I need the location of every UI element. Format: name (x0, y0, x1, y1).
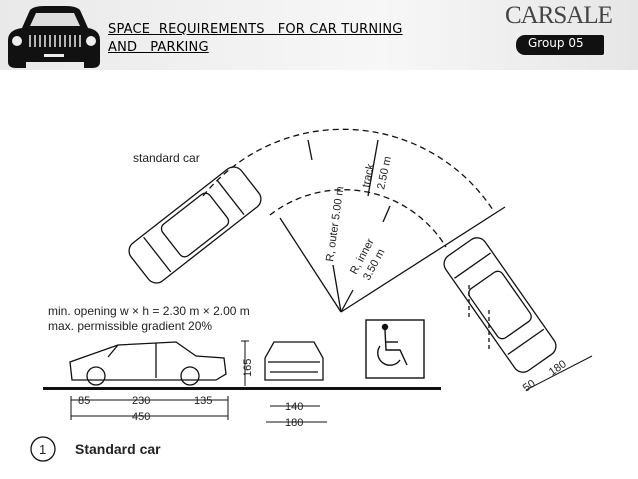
ground-line (43, 387, 441, 390)
figure-number-circle (30, 436, 56, 462)
figure-title: Standard car (75, 441, 161, 457)
wheelchair-icon (365, 319, 425, 379)
dim-140: 140 (285, 401, 303, 413)
dim-180-right: 180 (547, 358, 569, 378)
group-label: Group 05 (528, 36, 584, 50)
front-view-car (264, 341, 324, 381)
r-outer-label: R, outer 5.00 m (324, 186, 346, 263)
track-label-2: 2.50 m (375, 155, 394, 190)
opening-note: min. opening w × h = 2.30 m × 2.00 m (48, 304, 250, 318)
dim-450: 450 (132, 411, 150, 423)
inner-arc (269, 189, 447, 248)
header: SPACE REQUIREMENTS FOR CAR TURNING AND P… (0, 0, 638, 70)
title-line-2: AND PARKING (108, 40, 209, 55)
track-label-1: track (360, 162, 377, 188)
dim-135: 135 (194, 395, 212, 407)
dim-50: 50 (521, 378, 538, 395)
figure-number: 1 (39, 442, 46, 457)
brand-logo: CARSALE (505, 2, 613, 29)
dim-180: 180 (285, 417, 303, 429)
gradient-note: max. permissible gradient 20% (48, 319, 212, 333)
parking-car-right (443, 237, 557, 373)
key-icon (516, 35, 604, 55)
standard-car-label: standard car (133, 151, 200, 165)
car-front-icon (8, 6, 100, 68)
outer-arc (202, 128, 494, 211)
turning-car-left (128, 166, 262, 284)
dim-85: 85 (78, 395, 90, 407)
dim-230: 230 (132, 395, 150, 407)
title-line-1: SPACE REQUIREMENTS FOR CAR TURNING (108, 22, 403, 37)
side-view-car (69, 341, 227, 386)
height-dim: 165 (242, 359, 254, 377)
